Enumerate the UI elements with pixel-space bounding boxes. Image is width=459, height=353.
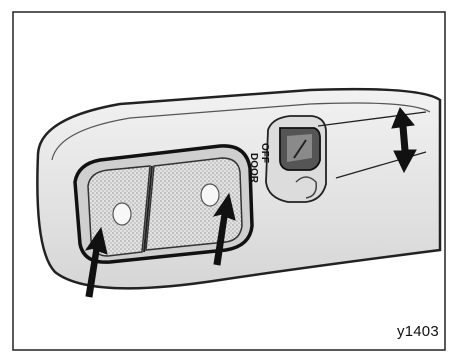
right-lens-push-spot	[201, 184, 219, 206]
figure-code: y1403	[397, 323, 439, 340]
off-position-label: OFF	[259, 143, 270, 163]
left-lens-push-spot	[113, 203, 131, 225]
door-position-label: DOOR	[248, 153, 259, 184]
